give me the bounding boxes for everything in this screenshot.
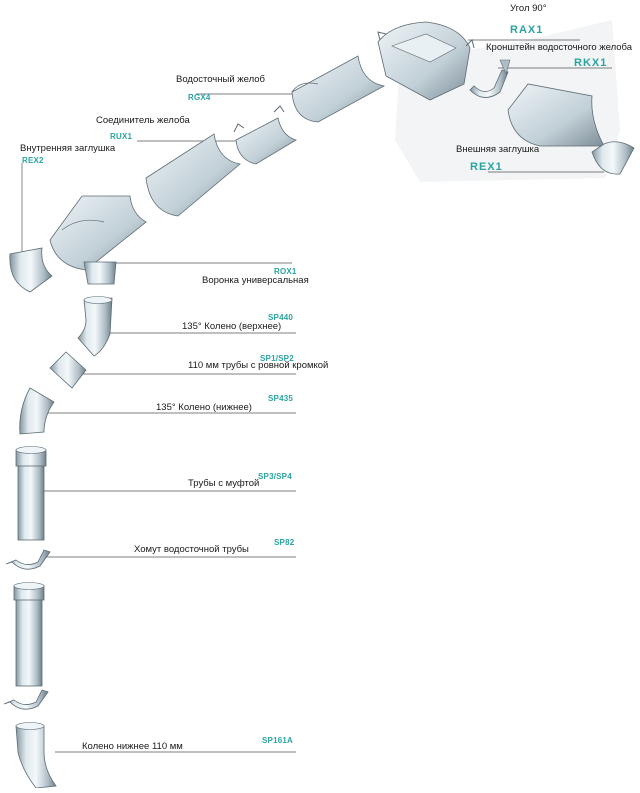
label-rgx4: Водосточный желоб bbox=[176, 74, 265, 85]
bracket-rkx1 bbox=[469, 59, 511, 98]
leader-lines bbox=[21, 39, 612, 753]
label-rox1: Воронка универсальная bbox=[202, 275, 309, 286]
code-rkx1: RKX1 bbox=[574, 57, 608, 69]
gutter-corner-rax1 bbox=[377, 21, 475, 101]
code-sp1-sp2: SP1/SP2 bbox=[260, 354, 294, 363]
elbow-sp435 bbox=[19, 387, 55, 435]
elbow-sp161a bbox=[15, 722, 57, 789]
code-sp3-sp4: SP3/SP4 bbox=[258, 472, 292, 481]
code-rgx4: RGX4 bbox=[188, 93, 211, 102]
clamp-sp82-lower bbox=[3, 689, 49, 710]
elbow-sp440 bbox=[77, 296, 113, 357]
code-sp82: SP82 bbox=[274, 538, 295, 547]
code-sp435: SP435 bbox=[268, 394, 294, 403]
outlet-rox1 bbox=[49, 195, 147, 285]
code-sp440: SP440 bbox=[268, 313, 294, 322]
end-cap-rex2 bbox=[9, 247, 53, 293]
label-rex1: Внешняя заглушка bbox=[456, 144, 540, 155]
pipe-sp1-sp2 bbox=[49, 351, 87, 389]
gutter-connector-rux1 bbox=[233, 105, 297, 165]
label-sp1-sp2: 110 мм трубы с ровной кромкой bbox=[188, 360, 329, 371]
end-cap-rex1 bbox=[591, 141, 635, 175]
label-sp161a: Колено нижнее 110 мм bbox=[82, 741, 183, 752]
label-sp435: 135° Колено (нижнее) bbox=[156, 402, 252, 413]
label-rax1: Угол 90° bbox=[510, 3, 547, 14]
code-rex2: REX2 bbox=[22, 156, 44, 165]
label-rkx1: Кронштейн водосточного желоба bbox=[486, 42, 633, 53]
gutter-lower bbox=[145, 133, 241, 217]
code-rox1: ROX1 bbox=[274, 267, 297, 276]
pipe-sp3-sp4 bbox=[15, 446, 47, 541]
label-sp3-sp4: Трубы с муфтой bbox=[188, 478, 260, 489]
code-rux1: RUX1 bbox=[110, 132, 133, 141]
pipe-lower bbox=[13, 582, 45, 687]
code-rex1: REX1 bbox=[470, 161, 503, 173]
gutter-rgx4 bbox=[291, 55, 386, 123]
clamp-sp82-upper bbox=[5, 549, 51, 570]
label-sp440: 135° Колено (верхнее) bbox=[182, 321, 282, 332]
code-sp161a: SP161A bbox=[262, 736, 293, 745]
label-rux1: Соединитель желоба bbox=[96, 115, 190, 126]
code-rax1: RAX1 bbox=[510, 24, 544, 36]
label-sp82: Хомут водосточной трубы bbox=[134, 544, 249, 555]
label-rex2: Внутренняя заглушка bbox=[20, 143, 116, 154]
